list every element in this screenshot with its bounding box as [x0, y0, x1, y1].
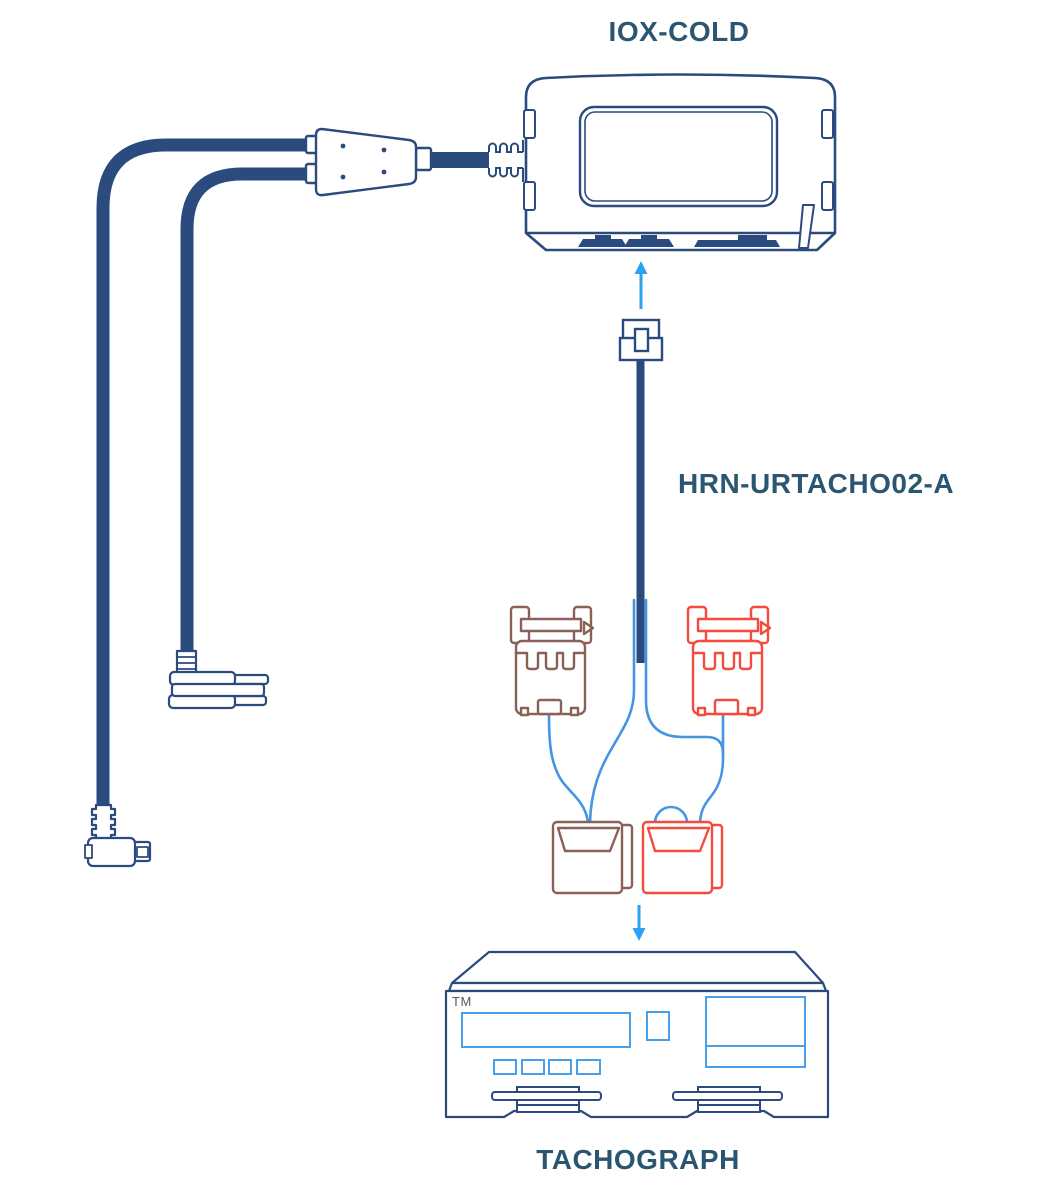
harness-label: HRN-URTACHO02-A: [678, 468, 955, 499]
iox-cold-label: IOX-COLD: [608, 16, 750, 47]
tachograph-tm-label: TM: [452, 994, 472, 1009]
arrow-down-icon: [632, 905, 646, 941]
iox-cold-device: [523, 73, 837, 252]
strain-relief-boot: [488, 139, 524, 183]
iox-ports: [578, 235, 780, 247]
splitter-device-cable: [428, 152, 492, 168]
iox-screen: [578, 105, 779, 208]
y-splitter: [304, 127, 433, 197]
tachograph-device: [444, 950, 830, 1119]
flat-connector: [167, 649, 270, 710]
arrow-up-icon: [634, 261, 648, 309]
harness-wires: [547, 598, 725, 825]
iox-port-connector: [618, 318, 664, 362]
tachograph-connector-red: [686, 605, 772, 717]
harness-plug-red: [641, 820, 724, 895]
harness-plug-brown: [551, 820, 634, 895]
splitter-cable-inner: [180, 167, 309, 652]
tachograph-front-details: [461, 996, 806, 1075]
tachograph-label: TACHOGRAPH: [536, 1144, 740, 1175]
splitter-cable-outer: [96, 138, 309, 806]
tachograph-connector-brown: [509, 605, 595, 717]
right-angle-connector: [84, 803, 152, 868]
